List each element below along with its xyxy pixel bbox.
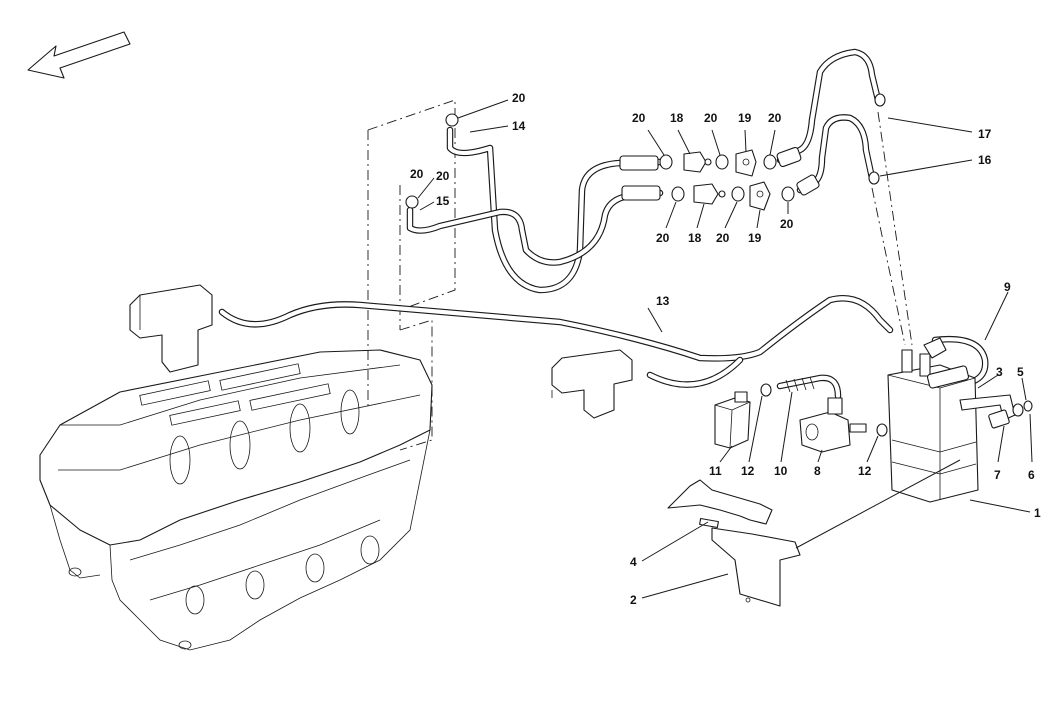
- hose-15: [406, 189, 664, 266]
- clamp-12: [760, 383, 772, 397]
- label-part-20: 20: [780, 217, 794, 231]
- label-part-16: 16: [978, 153, 992, 167]
- label-part-13: 13: [656, 294, 670, 308]
- label-part-10: 10: [774, 464, 788, 478]
- label-part-11: 11: [709, 464, 722, 478]
- label-part-8: 8: [814, 464, 821, 478]
- hose-13: [218, 295, 894, 388]
- leader-lines: [417, 99, 1033, 599]
- label-part-20: 20: [410, 167, 424, 181]
- label-part-14: 14: [512, 119, 526, 133]
- label-part-18: 18: [688, 231, 702, 245]
- connector-row-lower: [621, 174, 820, 211]
- label-part-20: 20: [656, 231, 670, 245]
- hose-16: [796, 114, 876, 194]
- label-part-20: 20: [436, 169, 450, 183]
- carbon-canister: [887, 337, 979, 503]
- clamp-17: [874, 93, 886, 107]
- clamp-12: [876, 423, 888, 437]
- mounting-bracket-left: [129, 284, 213, 373]
- label-part-12: 12: [741, 464, 755, 478]
- label-part-7: 7: [994, 468, 1001, 482]
- label-part-20: 20: [632, 111, 646, 125]
- hose-14: [446, 126, 664, 294]
- connector-row-upper: [619, 146, 802, 177]
- clamp-16: [868, 171, 880, 185]
- label-part-19: 19: [738, 111, 752, 125]
- label-part-20: 20: [704, 111, 718, 125]
- clamp-20: [405, 195, 419, 209]
- arrow-left-icon: [27, 31, 131, 79]
- label-part-20: 20: [768, 111, 782, 125]
- label-part-19: 19: [748, 231, 762, 245]
- clamp-20: [445, 113, 459, 127]
- label-part-15: 15: [436, 194, 450, 208]
- hose-10: [776, 374, 842, 400]
- part-labels: 1 2 3 4 5 6 7 8 9 10 11 12 12 13 14 15 1…: [410, 91, 1041, 607]
- mounting-bracket-2: [667, 479, 801, 607]
- label-part-5: 5: [1017, 365, 1024, 379]
- bracket-3: [959, 394, 1033, 429]
- label-part-18: 18: [670, 111, 684, 125]
- label-part-2: 2: [630, 593, 637, 607]
- label-part-1: 1: [1034, 506, 1041, 520]
- label-part-20: 20: [512, 91, 526, 105]
- valve-11: [714, 391, 751, 449]
- intake-manifold: [39, 349, 433, 651]
- mounting-bracket-center: [551, 349, 633, 419]
- label-part-20: 20: [716, 231, 730, 245]
- label-part-6: 6: [1028, 468, 1035, 482]
- label-part-3: 3: [996, 365, 1003, 379]
- label-part-17: 17: [978, 127, 992, 141]
- solenoid-valve-8: [799, 397, 867, 453]
- label-part-4: 4: [630, 555, 637, 569]
- label-part-9: 9: [1004, 280, 1011, 294]
- hose-17: [776, 48, 882, 164]
- label-part-12: 12: [858, 464, 872, 478]
